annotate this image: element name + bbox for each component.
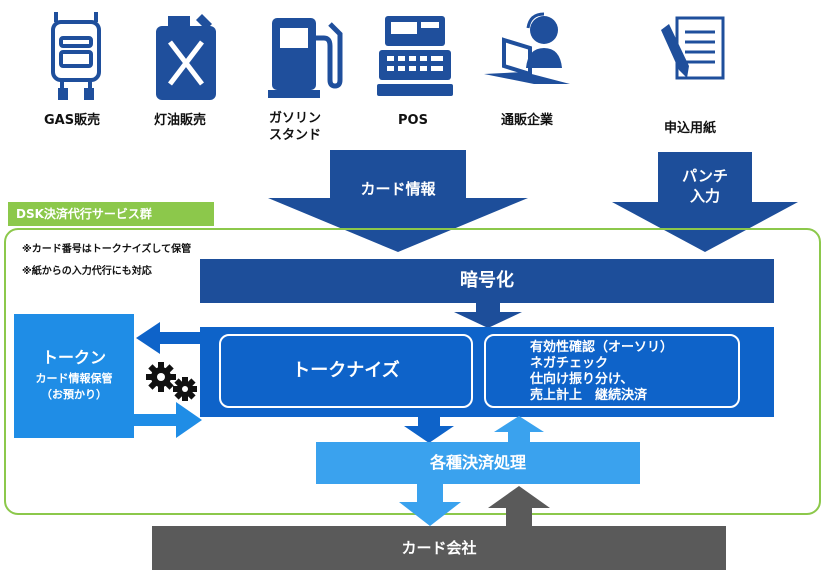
- payment-to-processing-arrow: [494, 416, 544, 443]
- card-to-payment-arrow: [488, 486, 550, 526]
- token-storage-box: トークン カード情報保管 （お預かり）: [14, 314, 134, 438]
- card-info-label: カード情報: [360, 180, 436, 198]
- gas-meter-icon: [51, 12, 101, 100]
- processing-item-sales: 売上計上 継続決済: [530, 388, 648, 403]
- service-group-frame: [4, 228, 821, 515]
- processing-box: 有効性確認（オーソリ） ネガチェック 仕向け振り分け、 売上計上 継続決済: [484, 334, 740, 408]
- card-company-bar: カード会社: [152, 526, 726, 570]
- form-pencil-icon: [661, 16, 725, 80]
- service-group-title: DSK決済代行サービス群: [8, 202, 214, 226]
- encryption-down-arrow: [454, 302, 522, 328]
- source-label-mail-order: 通販企業: [501, 113, 554, 128]
- processing-item-negative-check: ネガチェック: [530, 356, 609, 371]
- card-info-arrow: [268, 150, 528, 252]
- source-label-kerosene: 灯油販売: [154, 113, 207, 128]
- punch-input-arrow: [612, 152, 798, 252]
- payment-to-card-arrow: [399, 484, 461, 526]
- tokenize-box: トークナイズ: [219, 334, 473, 408]
- source-label-pos: POS: [398, 113, 428, 128]
- processing-item-authorization: 有効性確認（オーソリ）: [530, 340, 674, 355]
- fuel-pump-icon: [268, 18, 343, 98]
- source-label-gas: GAS販売: [44, 113, 101, 128]
- token-subtitle: カード情報保管: [35, 372, 113, 385]
- source-label-form: 申込用紙: [664, 121, 717, 136]
- cash-register-icon: [377, 16, 453, 96]
- source-label-gas-station: ガソリン スタンド: [269, 111, 322, 143]
- gears-icon: [146, 362, 197, 401]
- processing-item-routing: 仕向け振り分け、: [530, 372, 634, 387]
- encryption-bar: 暗号化: [200, 259, 774, 303]
- token-title: トークン: [41, 348, 106, 367]
- note-tokenize: ※カード番号はトークナイズして保管: [22, 244, 192, 255]
- tokenize-to-payment-arrow: [404, 416, 454, 443]
- kerosene-can-icon: [156, 14, 216, 100]
- token-exchange-arrows: [134, 322, 202, 438]
- operator-computer-icon: [484, 12, 570, 84]
- note-paper-input: ※紙からの入力代行にも対応: [22, 266, 152, 277]
- token-subtitle-2: （お預かり）: [41, 388, 107, 401]
- punch-input-label: パンチ 入力: [682, 167, 728, 205]
- payment-processing-box: 各種決済処理: [316, 442, 640, 484]
